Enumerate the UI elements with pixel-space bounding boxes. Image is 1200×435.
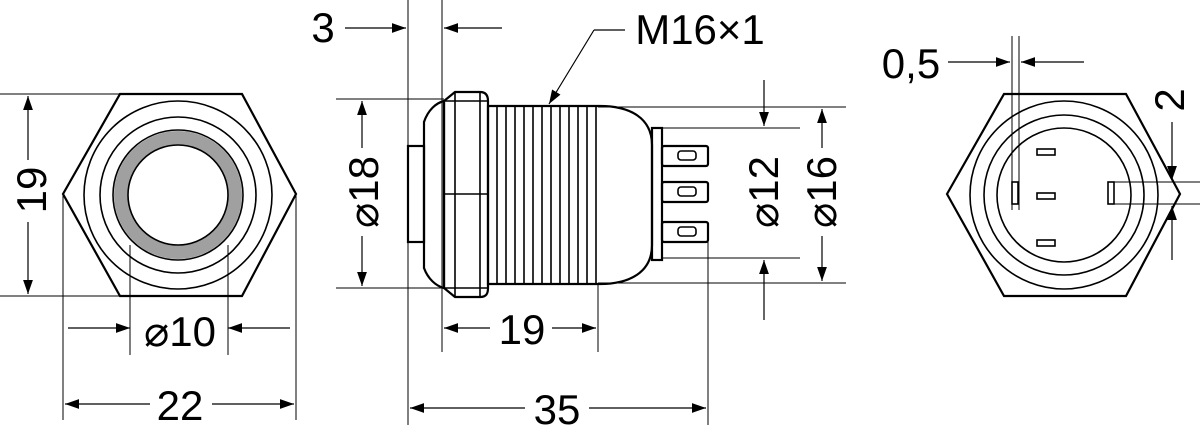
rear-housing-circle [996, 127, 1132, 263]
thread-lines [496, 106, 597, 284]
thread-label: M16×1 [635, 6, 765, 53]
diameter-12-label: ⌀12 [740, 156, 787, 228]
front-bezel-outer [83, 100, 273, 290]
front-inner-diameter-label: ⌀10 [144, 308, 216, 355]
rear-terminal-slots [1011, 148, 1115, 247]
front-hex-outline [61, 92, 298, 298]
front-width-label: 22 [157, 382, 204, 429]
threaded-body [486, 104, 654, 286]
front-bezel-inner [99, 116, 257, 274]
rear-view: 0,5 2 [882, 36, 1200, 298]
rear-hex-outline [945, 92, 1182, 298]
pin-offset-label: 0,5 [882, 40, 940, 87]
front-view: 19 ⌀10 22 [0, 92, 298, 429]
body-length-label: 19 [499, 306, 546, 353]
rear-housing [650, 126, 664, 262]
rear-outer-ring [969, 100, 1159, 290]
total-length-label: 35 [534, 386, 581, 433]
pin-width-label: 2 [1146, 88, 1193, 111]
diameter-16-label: ⌀16 [798, 156, 845, 228]
diameter-18-label: ⌀18 [340, 156, 387, 228]
front-height-label: 19 [8, 167, 55, 214]
led-ring [114, 131, 242, 259]
led-ring-outer-edge [112, 129, 244, 261]
side-view: 3 M16×1 ⌀18 ⌀12 ⌀16 19 35 [311, 0, 846, 433]
button-cap [406, 144, 426, 244]
button-face [127, 144, 229, 246]
bezel-depth-label: 3 [311, 4, 334, 51]
rear-inner-ring [983, 114, 1145, 276]
bezel [422, 99, 446, 290]
terminals [660, 144, 710, 244]
